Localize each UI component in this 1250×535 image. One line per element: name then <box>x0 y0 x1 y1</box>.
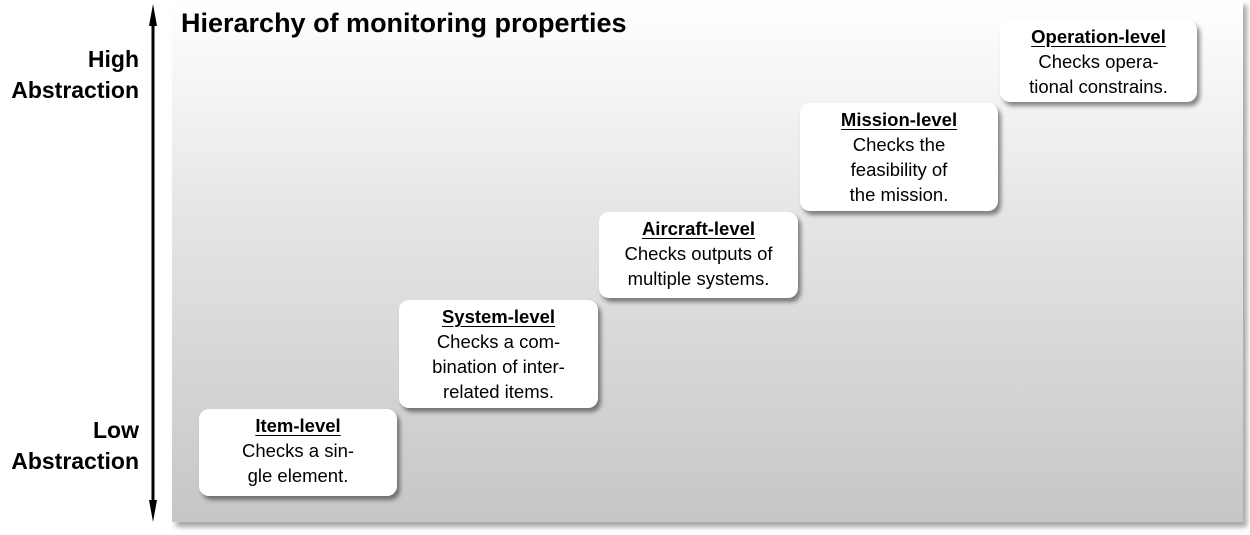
level-heading: Operation-level <box>1031 26 1166 47</box>
level-description-line: gle element. <box>247 465 349 486</box>
abstraction-axis-arrow-icon <box>149 4 157 522</box>
high-abstraction-label: High Abstraction <box>11 44 139 106</box>
aircraft-level-box: Aircraft-level Checks outputs of multipl… <box>599 212 798 298</box>
diagram-title: Hierarchy of monitoring properties <box>181 8 627 38</box>
abstraction-label-line: Abstraction <box>11 448 139 474</box>
level-description-line: Checks outputs of <box>624 243 773 264</box>
level-heading: Aircraft-level <box>641 218 756 239</box>
abstraction-label-line: Abstraction <box>11 77 139 103</box>
level-description-line: feasibility of <box>850 159 948 180</box>
item-level-box: Item-level Checks a sin- gle element. <box>199 409 397 496</box>
level-heading: Mission-level <box>840 109 958 130</box>
level-description-line: the mission. <box>849 184 949 205</box>
level-description-line: Checks a sin- <box>241 440 355 461</box>
level-description-line: bination of inter- <box>432 356 565 377</box>
level-description-line: Checks the <box>852 134 946 155</box>
level-description-line: related items. <box>442 381 555 402</box>
level-heading: Item-level <box>255 415 341 436</box>
level-heading: System-level <box>441 306 556 327</box>
system-level-box: System-level Checks a com- bination of i… <box>399 300 598 408</box>
low-abstraction-label: Low Abstraction <box>11 415 139 477</box>
level-description-line: tional constrains. <box>1029 76 1168 97</box>
high-label-line: High <box>87 46 139 72</box>
level-description-line: Checks a com- <box>436 331 561 352</box>
operation-level-box: Operation-level Checks opera- tional con… <box>1000 20 1197 102</box>
mission-level-box: Mission-level Checks the feasibility of … <box>800 103 998 211</box>
low-label-line: Low <box>93 417 139 443</box>
level-description-line: Checks opera- <box>1038 51 1159 72</box>
level-description-line: multiple systems. <box>627 268 770 289</box>
